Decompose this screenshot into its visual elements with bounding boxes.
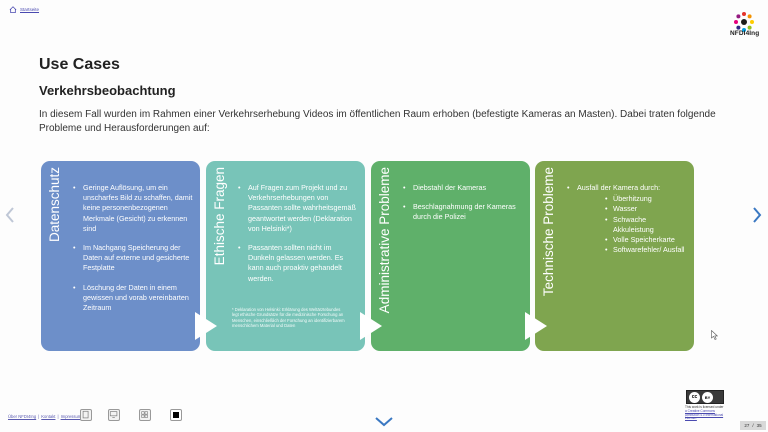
nfdi4ing-logo xyxy=(734,12,754,32)
slide-title: Use Cases xyxy=(39,56,120,73)
sub-list-item: Volle Speicherkarte xyxy=(603,235,688,245)
dark-mode-icon xyxy=(173,412,179,418)
license-link[interactable]: a Creative Commons xyxy=(685,408,715,413)
list-item: Löschung der Daten in einem gewissen und… xyxy=(69,283,194,314)
flow-arrow xyxy=(360,312,382,340)
card-heading: Technische Probleme xyxy=(536,167,560,307)
license-link[interactable]: License. xyxy=(685,416,697,421)
card-heading-text: Technische Probleme xyxy=(540,167,556,297)
flow-arrow xyxy=(195,312,217,340)
footer-link-contact[interactable]: Kontakt xyxy=(41,414,56,419)
view-button-dark[interactable] xyxy=(170,409,182,421)
home-link-label[interactable]: Startseite xyxy=(20,7,40,12)
list-item: Ausfall der Kamera durch: Überhitzung Wa… xyxy=(563,183,688,256)
chevron-right-icon[interactable] xyxy=(751,206,763,224)
license-text: This work is licensed under a Creative C… xyxy=(685,405,733,421)
slide-intro: In diesem Fall wurden im Rahmen einer Ve… xyxy=(39,109,716,134)
chevron-left-icon[interactable] xyxy=(4,206,16,224)
logo-text: NFDI4Ing xyxy=(730,30,760,37)
screen-icon xyxy=(109,411,118,418)
chevron-down-icon[interactable] xyxy=(374,415,394,427)
list-item: Passanten sollten nicht im Dunkeln gelas… xyxy=(234,243,359,284)
sub-list-item: Schwache Akkuleistung xyxy=(603,215,688,235)
footnote: * Deklaration von Helsinki: Erklärung de… xyxy=(232,307,345,328)
home-link[interactable]: Startseite xyxy=(9,6,39,13)
page-current: 27 xyxy=(744,423,750,428)
license-link[interactable]: Attribution 4.0 International xyxy=(685,412,724,417)
footer-links: Über NFDI4Ing | Kontakt | Impressum xyxy=(8,414,81,419)
card-heading: Datenschutz xyxy=(42,167,66,307)
card-body: Geringe Auflösung, um ein unscharfes Bil… xyxy=(69,183,194,322)
slide-subtitle: Verkehrsbeobachtung xyxy=(39,83,176,98)
footer-separator: | xyxy=(57,414,59,419)
sub-list-item: Softwarefehler/ Ausfall xyxy=(603,245,688,255)
list-item: Diebstahl der Kameras xyxy=(399,183,524,193)
card-body: Ausfall der Kamera durch: Überhitzung Wa… xyxy=(563,183,688,256)
by-icon: BY xyxy=(702,391,713,403)
view-button-screen[interactable] xyxy=(108,409,120,421)
sub-list-item: Überhitzung xyxy=(603,194,688,204)
page-separator: / xyxy=(752,423,754,428)
card-body: Diebstahl der Kameras Beschlagnahmung de… xyxy=(399,183,524,232)
footer-link-imprint[interactable]: Impressum xyxy=(60,414,82,419)
sub-list-item: Wasser xyxy=(603,204,688,214)
card-heading-text: Administrative Probleme xyxy=(376,167,392,314)
card-body: Auf Fragen zum Projekt und zu Verkehrser… xyxy=(234,183,359,293)
list-item: Auf Fragen zum Projekt und zu Verkehrser… xyxy=(234,183,359,234)
list-item: Beschlagnahmung der Kameras durch die Po… xyxy=(399,202,524,222)
card-ethische-fragen: Ethische Fragen Auf Fragen zum Projekt u… xyxy=(206,161,365,351)
card-heading-text: Datenschutz xyxy=(46,167,62,243)
cc-icon: cc xyxy=(689,391,700,403)
card-heading-text: Ethische Fragen xyxy=(211,167,227,266)
footer-link-about[interactable]: Über NFDI4Ing xyxy=(8,414,37,419)
list-item: Im Nachgang Speicherung der Daten auf ex… xyxy=(69,243,194,274)
list-item-label: Ausfall der Kamera durch: xyxy=(577,183,661,192)
page-icon xyxy=(82,410,89,419)
list-item: Geringe Auflösung, um ein unscharfes Bil… xyxy=(69,183,194,234)
card-administrative-probleme: Administrative Probleme Diebstahl der Ka… xyxy=(371,161,530,351)
home-icon xyxy=(9,6,17,13)
card-datenschutz: Datenschutz Geringe Auflösung, um ein un… xyxy=(41,161,200,351)
card-technische-probleme: Technische Probleme Ausfall der Kamera d… xyxy=(535,161,694,351)
footer-separator: | xyxy=(38,414,40,419)
grid-icon xyxy=(141,411,148,418)
card-heading: Administrative Probleme xyxy=(372,167,396,313)
page-total: 35 xyxy=(756,423,762,428)
view-button-page[interactable] xyxy=(80,409,92,421)
license-line: This work is licensed under xyxy=(685,405,724,409)
cc-license-badge[interactable]: cc BY xyxy=(686,390,724,404)
card-heading: Ethische Fragen xyxy=(207,167,231,307)
flow-arrow xyxy=(525,312,547,340)
page-counter: 27 / 35 xyxy=(740,421,766,430)
view-button-grid[interactable] xyxy=(139,409,151,421)
mouse-cursor-icon xyxy=(711,330,718,340)
